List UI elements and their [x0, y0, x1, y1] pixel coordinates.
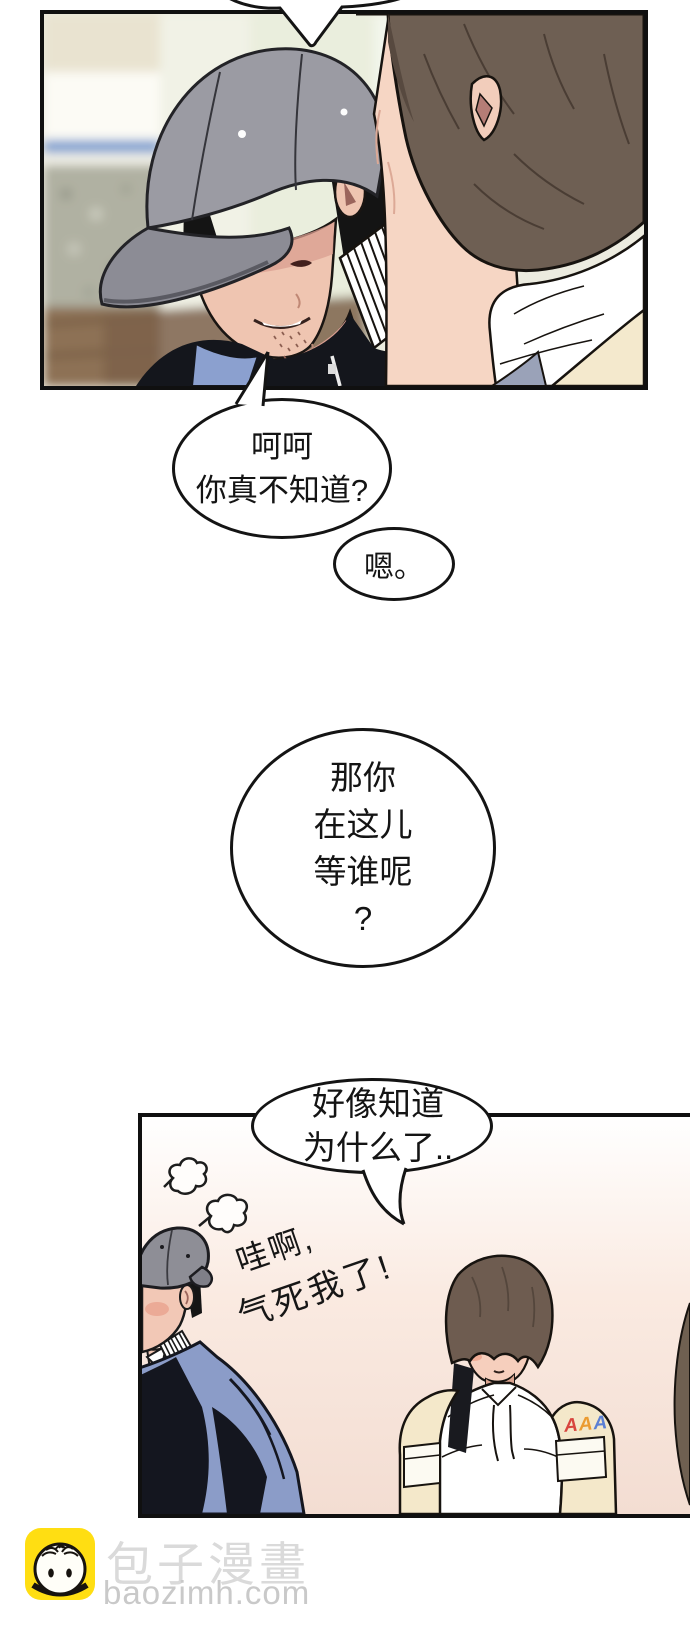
- site-name: 包子漫畫: [106, 1538, 310, 1591]
- comic-panel-bottom: [138, 1113, 690, 1518]
- speech-text: 等谁呢: [313, 853, 413, 890]
- baozi-bun-face: [31, 1542, 89, 1597]
- speech-text: 呵呵: [251, 428, 313, 464]
- speech-text: 好像知道: [312, 1085, 444, 1122]
- character-brown-hair-man: [356, 14, 644, 386]
- character-brown-hair-man-bottom: [398, 1254, 618, 1514]
- panel-bottom-artwork: [142, 1117, 690, 1514]
- character-cap-man-bottom: [142, 1226, 306, 1514]
- speech-bubble-4: 好像知道 为什么了..: [251, 1078, 493, 1174]
- speech-text: 为什么了..: [302, 1129, 454, 1166]
- site-watermark: 包子漫畫 baozimh.com: [0, 1520, 690, 1633]
- speech-text: 你真不知道?: [195, 472, 369, 508]
- baozi-bun-icon: [25, 1528, 95, 1600]
- site-url: baozimh.com: [103, 1574, 311, 1611]
- speech-bubble-2: 嗯。: [333, 527, 455, 601]
- speech-text: 在这儿: [313, 806, 413, 843]
- comic-panel-top: [40, 10, 648, 390]
- speech-bubble-3: 那你 在这儿 等谁呢 ?: [230, 728, 496, 968]
- speech-text: ?: [353, 900, 373, 937]
- speech-bubble-1: 呵呵 你真不知道?: [172, 398, 392, 539]
- speech-text: 嗯。: [364, 551, 424, 584]
- jacket-logo-letter: A: [592, 1412, 609, 1435]
- panel-top-artwork: [44, 14, 644, 386]
- speech-text: 那你: [330, 759, 396, 796]
- thought-puffs-doodle: [163, 1157, 249, 1234]
- character-cap-man: [98, 47, 528, 386]
- jacket-logo-text: AAA: [563, 1412, 609, 1438]
- edge-figure-fragment: [673, 1302, 690, 1506]
